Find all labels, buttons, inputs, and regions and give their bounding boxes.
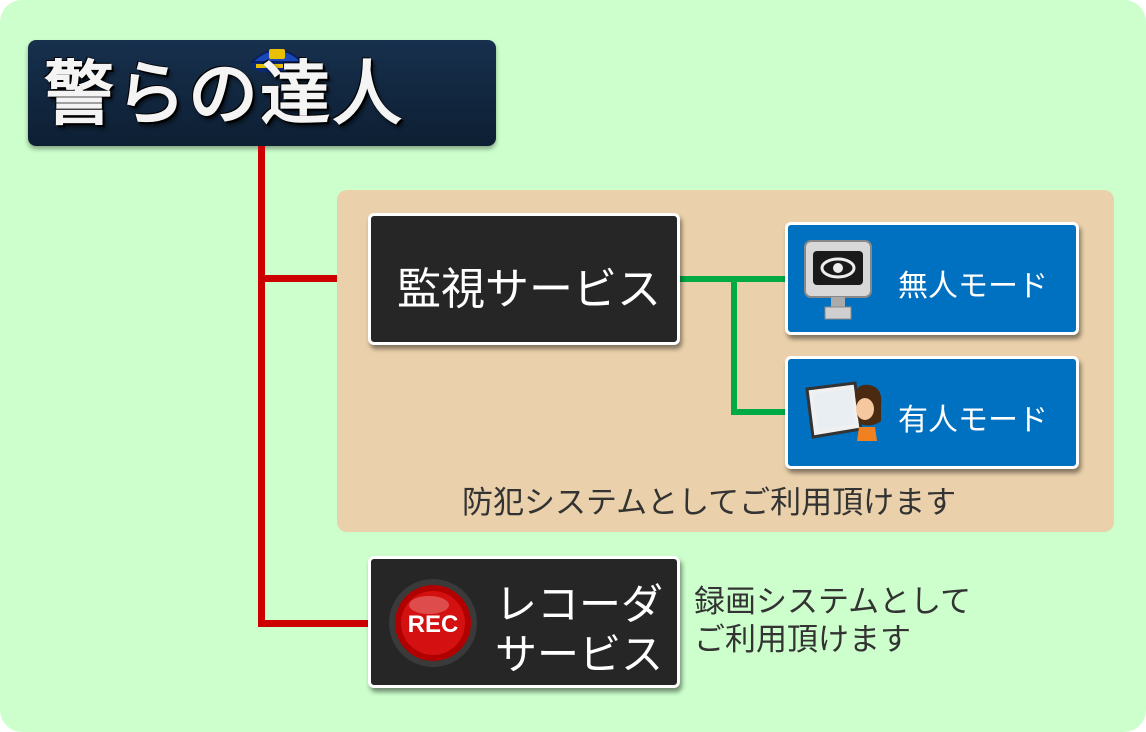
rec-badge-text: REC bbox=[408, 611, 459, 638]
unmanned-mode-label: 無人モード bbox=[898, 269, 1048, 304]
unmanned-mode-box: 無人モード bbox=[785, 222, 1079, 335]
monitoring-service-box: 監視サービス bbox=[368, 213, 680, 345]
rec-button-icon: REC bbox=[389, 579, 477, 667]
security-camera-icon bbox=[804, 240, 872, 320]
police-cap-icon bbox=[249, 49, 305, 73]
manned-mode-box: 有人モード bbox=[785, 356, 1079, 469]
recorder-label-line1: レコーダ bbox=[495, 580, 664, 629]
logo: 警らの達人 bbox=[28, 40, 496, 146]
green-connector-manned bbox=[731, 409, 788, 415]
recorder-label-line2: サービス bbox=[495, 630, 664, 679]
monitor-operator-icon bbox=[805, 381, 882, 441]
crime-prevention-caption: 防犯システムとしてご利用頂けます bbox=[462, 485, 957, 521]
recording-caption-line1: 録画システムとして bbox=[694, 584, 972, 620]
monitoring-service-label: 監視サービス bbox=[397, 264, 661, 315]
manned-mode-label: 有人モード bbox=[898, 403, 1048, 438]
recording-caption-line2: ご利用頂けます bbox=[694, 622, 911, 658]
red-connector-recorder bbox=[258, 620, 370, 627]
logo-text: 警らの達人 bbox=[44, 53, 404, 135]
green-connector-vertical bbox=[731, 276, 737, 415]
red-connector-trunk bbox=[258, 146, 265, 627]
red-connector-monitoring bbox=[258, 275, 370, 282]
recorder-service-box: REC レコーダ サービス bbox=[368, 556, 680, 688]
